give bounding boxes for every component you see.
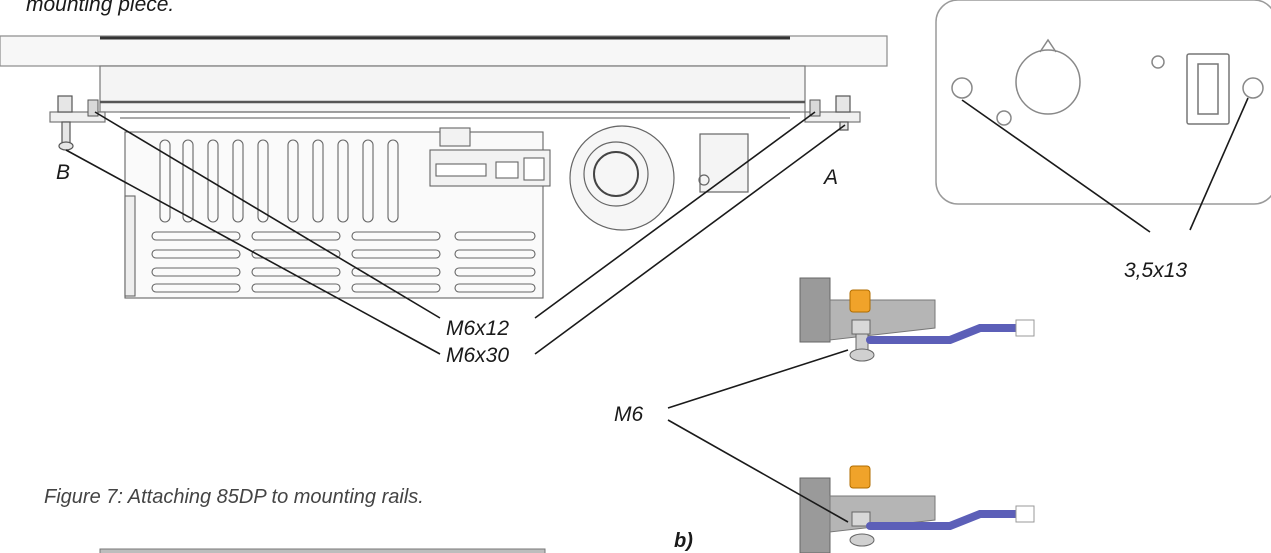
electronics-box: [124, 127, 551, 299]
leader-m6-lower: [667, 419, 849, 523]
leader-m6x30-left: [65, 149, 441, 355]
device-housing: [49, 65, 861, 123]
bracket-lower: [799, 465, 1035, 553]
leader-35x13-left: [961, 99, 1151, 233]
leader-m6x30-right: [534, 124, 846, 355]
leader-m6-upper: [667, 349, 849, 409]
label-m6x12: M6x12: [446, 317, 510, 340]
label-b: B: [56, 161, 71, 184]
leader-35x13-right: [1189, 97, 1249, 231]
label-m6x30: M6x30: [446, 344, 510, 367]
bolt-b: [57, 95, 74, 151]
bracket-upper: [799, 277, 1035, 362]
label-a: A: [824, 166, 839, 189]
header-fragment: mounting piece.: [26, 0, 175, 16]
part-b-label: b): [674, 530, 693, 552]
mounting-rail-plate: [0, 35, 888, 67]
side-panel: [935, 0, 1271, 205]
label-3-5x13: 3,5x13: [1124, 259, 1188, 282]
leader-lines: [65, 97, 1249, 523]
leader-m6x12-left: [94, 111, 441, 319]
screw-m6x12-left: [87, 99, 99, 117]
leader-m6x12-right: [534, 111, 816, 319]
fan-assembly: [569, 125, 749, 231]
figure-caption: Figure 7: Attaching 85DP to mounting rai…: [44, 486, 424, 508]
screw-m6x12-right: [809, 99, 821, 117]
device-preview-bottom: [99, 548, 546, 553]
label-m6: M6: [614, 403, 644, 426]
